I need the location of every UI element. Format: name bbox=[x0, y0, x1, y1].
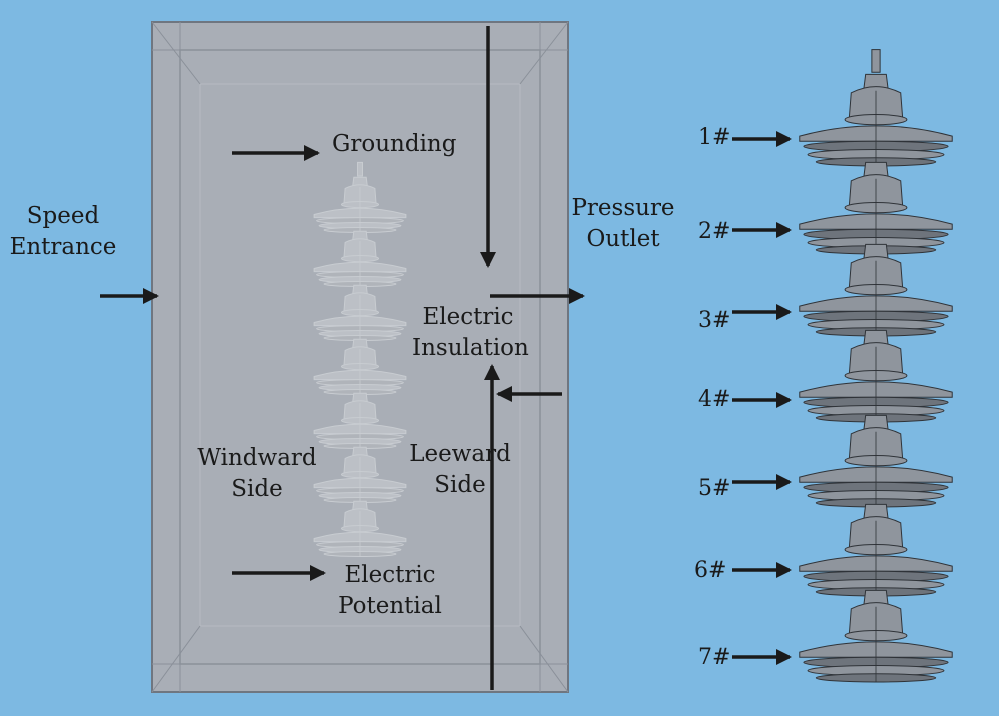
domain-arrows bbox=[100, 26, 585, 690]
computational-domain bbox=[151, 21, 569, 693]
insulator-string-detail bbox=[799, 49, 953, 683]
windward-side-label: Windward Side bbox=[197, 445, 317, 502]
electric-potential-label: Electric Potential bbox=[338, 562, 442, 619]
leeward-side-label: Leeward Side bbox=[409, 441, 511, 498]
insulator-string-in-domain bbox=[313, 161, 407, 557]
insulator-unit-7 bbox=[313, 500, 407, 557]
grounding-label: Grounding bbox=[332, 131, 457, 157]
pressure-outlet-label: Pressure Outlet bbox=[571, 195, 675, 252]
insulator-unit-5 bbox=[799, 414, 953, 508]
insulator-unit-5 bbox=[313, 392, 407, 449]
insulator-unit-6 bbox=[313, 446, 407, 503]
insulator-unit-2 bbox=[799, 161, 953, 255]
cap-pin bbox=[871, 49, 881, 73]
shed-number-1: 1# bbox=[698, 125, 731, 150]
shed-number-2: 2# bbox=[698, 219, 731, 244]
insulator-unit-4 bbox=[313, 338, 407, 395]
electric-insulation-label: Electric Insulation bbox=[412, 304, 529, 361]
insulator-unit-1 bbox=[799, 73, 953, 167]
insulator-unit-3 bbox=[799, 243, 953, 337]
shed-number-7: 7# bbox=[698, 645, 731, 670]
cap-pin bbox=[357, 161, 363, 177]
insulator-unit-7 bbox=[799, 589, 953, 683]
shed-number-5: 5# bbox=[698, 476, 731, 501]
shed-number-arrows bbox=[732, 131, 792, 665]
shed-number-4: 4# bbox=[698, 387, 731, 412]
insulator-unit-2 bbox=[313, 230, 407, 287]
speed-entrance-label: Speed Entrance bbox=[9, 203, 117, 260]
insulator-unit-3 bbox=[313, 284, 407, 341]
shed-number-6: 6# bbox=[694, 558, 727, 583]
insulator-unit-6 bbox=[799, 503, 953, 597]
insulator-unit-1 bbox=[313, 176, 407, 233]
insulator-unit-4 bbox=[799, 329, 953, 423]
shed-number-3: 3# bbox=[698, 308, 731, 333]
